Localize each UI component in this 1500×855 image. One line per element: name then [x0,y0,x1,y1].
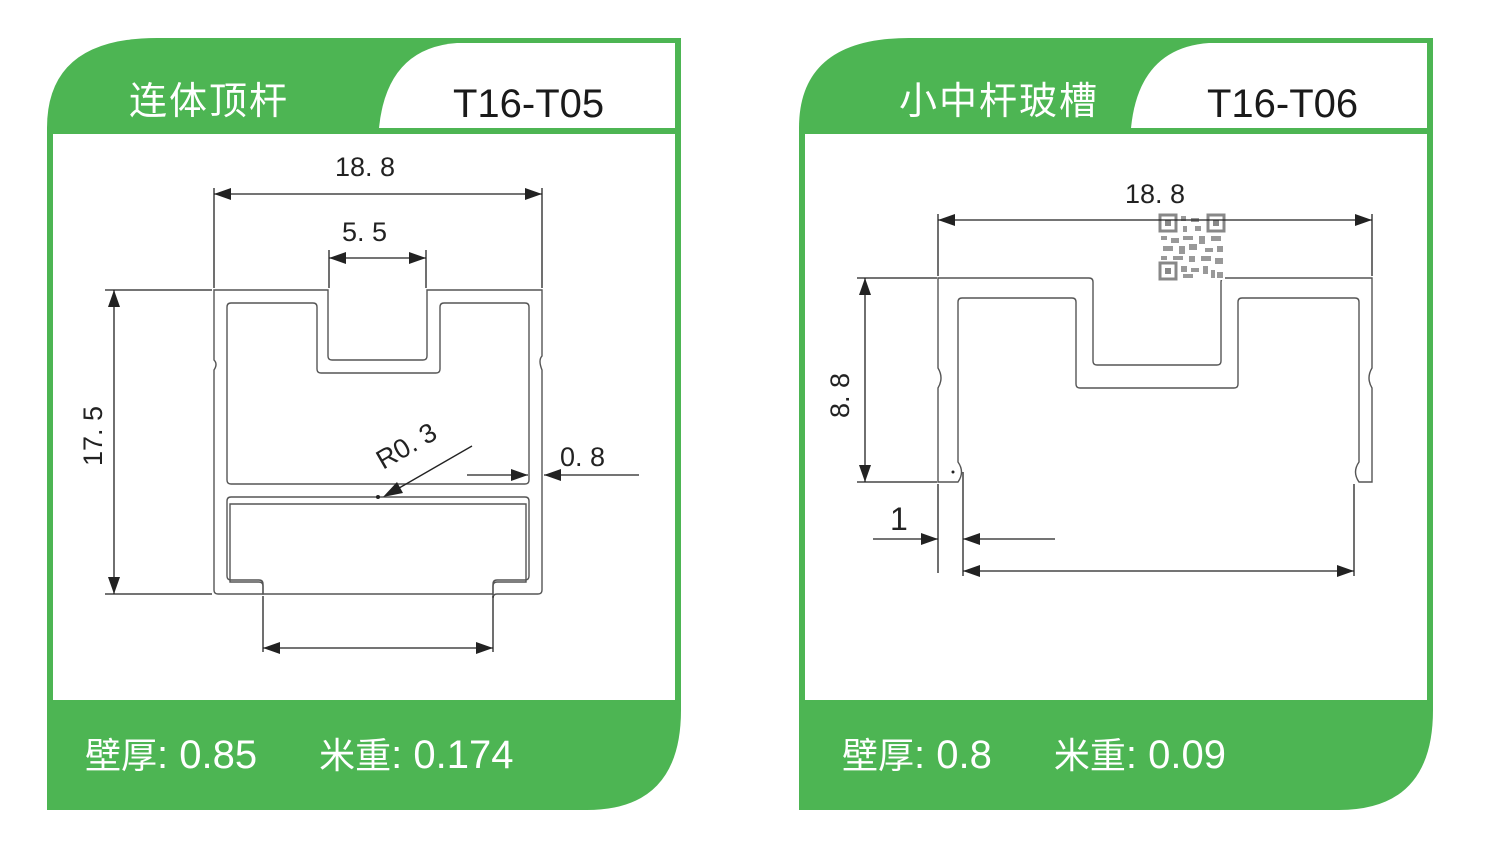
cross-section-drawing: 18. 8 5. 5 17. 5 R0. 3 0. 8 [78,152,639,654]
profile-name: 连体顶杆 [129,79,290,123]
card-frame [47,38,681,810]
wall-thickness-label: 壁厚 [842,736,915,777]
dim-lip: 1 [890,501,908,537]
profile-code: T16-T05 [453,82,605,126]
meter-weight-value: 0.09 [1148,733,1226,777]
profile-outline-outer [213,289,543,599]
dim-radius: R0. 3 [371,417,442,475]
profile-name: 小中杆玻槽 [899,79,1100,123]
meter-weight-value: 0.174 [413,733,514,777]
meter-weight-label: 米重 [1053,736,1126,777]
meter-weight-label: 米重 [319,736,392,777]
card-frame [799,38,1433,810]
wall-thickness-label: 壁厚 [85,736,158,777]
qr-code-icon [1158,213,1226,281]
profile-code: T16-T06 [1207,82,1359,126]
wall-thickness-value: 0.8 [936,733,992,777]
dim-overall-width: 18. 8 [335,152,395,182]
dim-height: 17. 5 [78,406,108,466]
dim-wall: 0. 8 [560,442,605,472]
dim-slot-width: 5. 5 [342,217,387,247]
wall-thickness-value: 0.85 [179,733,258,777]
profile-outline [937,277,1373,483]
profile-card-t16-t06: 小中杆玻槽 T16-T06 [799,38,1433,810]
dim-height: 8. 8 [825,373,855,418]
cross-section-drawing: 18. 8 8. 8 1 [825,179,1373,577]
dim-overall-width: 18. 8 [1125,179,1185,209]
profile-card-t16-t05: 连体顶杆 T16-T05 18. 8 5. 5 17. 5 R0. 3 [47,38,681,810]
